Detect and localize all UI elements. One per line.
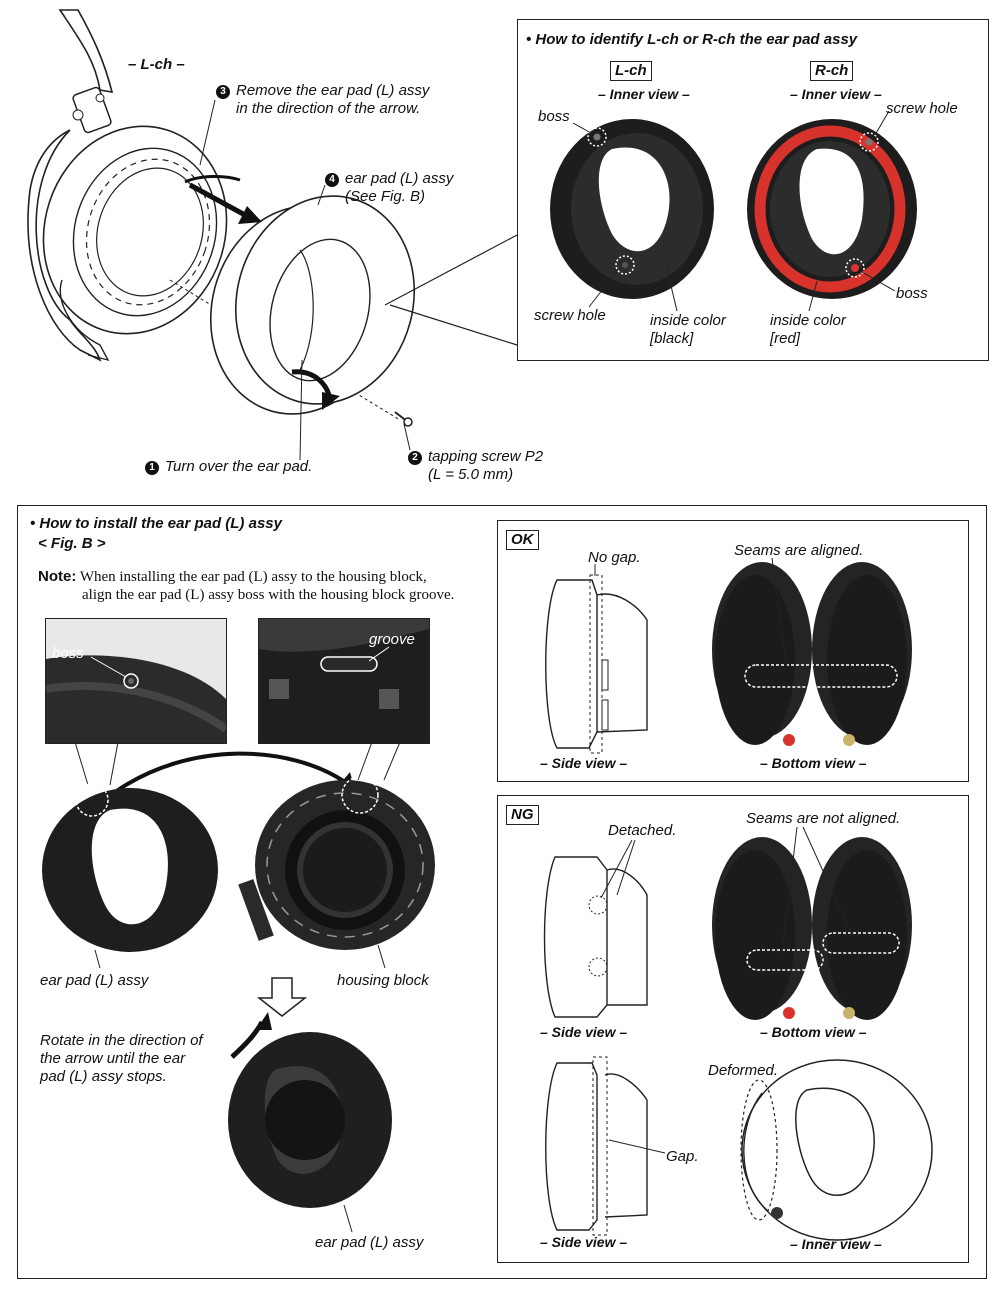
- install-panel: [17, 505, 987, 1279]
- detached-label: Detached.: [608, 822, 677, 839]
- groove-closeup-label: groove: [369, 631, 415, 648]
- rotate-instruction: Rotate in the direction of the arrow unt…: [40, 1032, 203, 1086]
- identify-title: • How to identify L-ch or R-ch the ear p…: [526, 31, 858, 48]
- step4-text-line1: ear pad (L) assy: [345, 170, 454, 187]
- ng-panel: NG Detached. Seams are not aligned. – Si…: [497, 795, 969, 1263]
- step1-label: 1 Turn over the ear pad.: [145, 458, 312, 476]
- lch-inner-view: – Inner view –: [598, 86, 690, 102]
- rotate-line1: Rotate in the direction of: [40, 1032, 203, 1049]
- step1-text: Turn over the ear pad.: [165, 458, 313, 475]
- boss-closeup-label: boss: [52, 645, 84, 662]
- step3-text-line1: Remove the ear pad (L) assy: [236, 82, 430, 99]
- groove-closeup-photo: groove: [258, 618, 430, 744]
- boss-closeup-drawing: [46, 619, 226, 743]
- ear-pad-pair-drawing: [549, 110, 917, 311]
- note-line2: align the ear pad (L) assy boss with the…: [82, 587, 455, 603]
- install-note: Note: When installing the ear pad (L) as…: [38, 568, 498, 604]
- rch-screw-hole-label: screw hole: [886, 100, 958, 117]
- rch-color-red: [red]: [770, 330, 801, 347]
- ng-drawing: [543, 826, 933, 1241]
- ng-side-view-2: – Side view –: [540, 1234, 628, 1250]
- step2-label: 2 tapping screw P2 (L = 5.0 mm): [408, 448, 543, 484]
- ok-panel: OK No gap. Seams are aligned. – Side vie…: [497, 520, 969, 782]
- ear-pad-label: ear pad (L) assy: [40, 972, 149, 989]
- ok-side-view: – Side view –: [540, 755, 628, 771]
- identify-panel: • How to identify L-ch or R-ch the ear p…: [517, 19, 989, 361]
- install-title: • How to install the ear pad (L) assy: [30, 515, 282, 532]
- note-line1: When installing the ear pad (L) assy to …: [79, 569, 427, 585]
- groove-closeup-drawing: [259, 619, 429, 743]
- seams-not-aligned-label: Seams are not aligned.: [746, 810, 901, 827]
- note-label: Note:: [38, 568, 77, 585]
- exploded-view-drawing: [27, 9, 518, 461]
- step2-number: 2: [408, 451, 422, 465]
- fig-b-label: < Fig. B >: [38, 535, 106, 552]
- step4-label: 4 ear pad (L) assy (See Fig. B): [325, 170, 453, 206]
- gap-label: Gap.: [666, 1148, 699, 1165]
- rotate-line2: the arrow until the ear: [40, 1050, 186, 1067]
- ng-inner-view: – Inner view –: [790, 1236, 882, 1252]
- ear-pad-bottom-label: ear pad (L) assy: [315, 1234, 424, 1251]
- ok-drawing: [544, 557, 912, 753]
- housing-block-label: housing block: [337, 972, 429, 989]
- ok-tag: OK: [506, 530, 539, 550]
- step2-text-line1: tapping screw P2: [428, 448, 544, 465]
- no-gap-label: No gap.: [588, 549, 641, 566]
- lch-screw-hole-label: screw hole: [534, 307, 606, 324]
- deformed-label: Deformed.: [708, 1062, 779, 1079]
- ok-bottom-view: – Bottom view –: [760, 755, 867, 771]
- lch-label: – L-ch –: [128, 56, 185, 73]
- step1-number: 1: [145, 461, 159, 475]
- ng-side-view: – Side view –: [540, 1024, 628, 1040]
- step3-text-line2: in the direction of the arrow.: [236, 100, 421, 117]
- step3-label: 3 Remove the ear pad (L) assy in the dire…: [216, 82, 429, 118]
- boss-closeup-photo: boss: [45, 618, 227, 744]
- rch-tag: R-ch: [810, 61, 854, 81]
- rch-inner-view: – Inner view –: [790, 86, 882, 102]
- seams-aligned-label: Seams are aligned.: [734, 542, 864, 559]
- lch-boss-label: boss: [538, 108, 570, 125]
- ng-tag: NG: [506, 805, 539, 825]
- lch-inside-color-label: inside color: [650, 312, 726, 329]
- step4-number: 4: [325, 173, 339, 187]
- step2-text-line2: (L = 5.0 mm): [428, 466, 514, 483]
- rch-inside-color-label: inside color: [770, 312, 846, 329]
- rch-boss-label: boss: [896, 285, 928, 302]
- step4-text-line2: (See Fig. B): [345, 188, 426, 205]
- lch-color-black: [black]: [650, 330, 694, 347]
- lch-tag: L-ch: [610, 61, 652, 81]
- step3-number: 3: [216, 85, 230, 99]
- rotate-line3: pad (L) assy stops.: [40, 1068, 167, 1085]
- ng-bottom-view: – Bottom view –: [760, 1024, 867, 1040]
